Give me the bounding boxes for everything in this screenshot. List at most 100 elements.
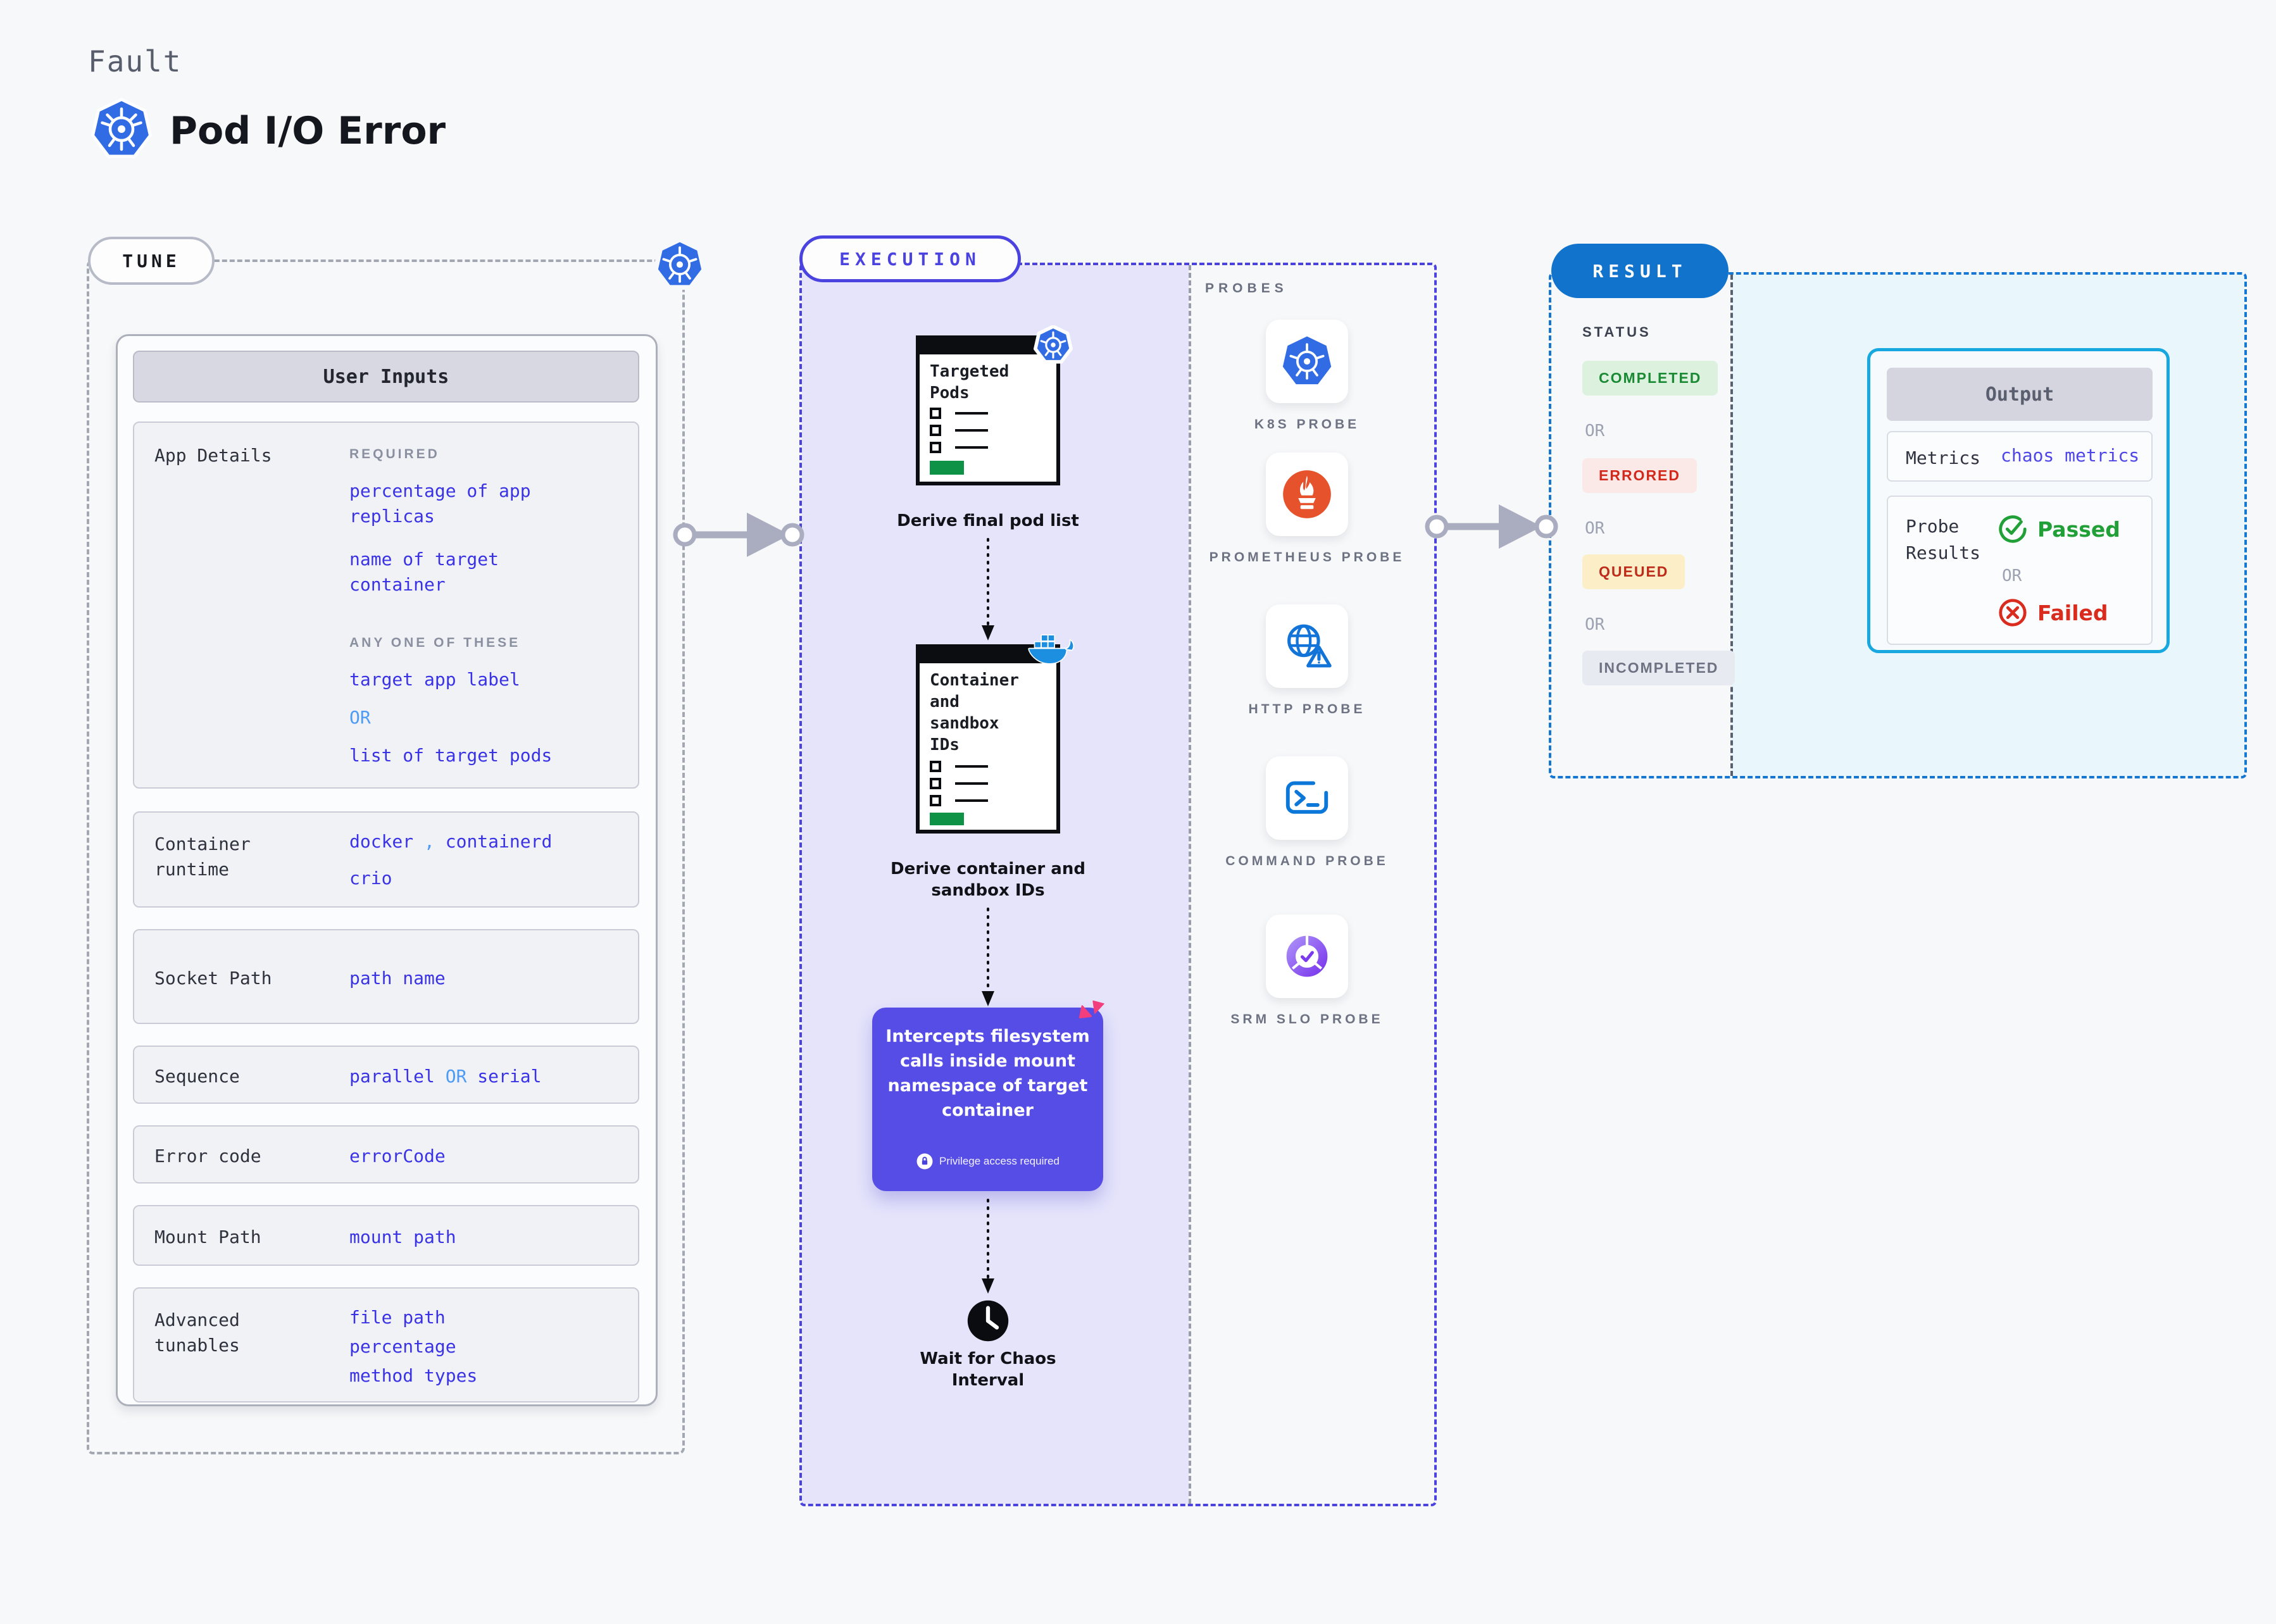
value-target-app-label: target app label [349,669,520,690]
required-heading: REQUIRED [349,447,440,461]
probe-or-separator: OR [2002,566,2022,585]
row-socket-path: Socket Path path name [133,929,639,1024]
value-file-path: file path [349,1307,446,1328]
checkbox-line [955,429,988,432]
intercept-text: Intercepts filesystem calls inside mount… [885,1027,1090,1120]
chaos-pink-icon [1076,997,1108,1029]
or-separator: OR [1585,519,1605,538]
k8s-probe-card [1266,320,1348,403]
status-badge-completed: COMPLETED [1582,361,1718,396]
lock-icon [916,1153,933,1170]
value-mount-path: mount path [349,1227,456,1247]
value-sequence-or: OR [445,1066,467,1087]
checkbox-icon [930,442,941,453]
row-sequence-label: Sequence [154,1066,240,1087]
row-app-details-label: App Details [154,445,272,466]
checkbox-icon [930,408,941,419]
container-ids-window: Container and sandbox IDs [916,644,1060,834]
checkbox-icon [930,795,941,806]
row-socket-path-label: Socket Path [154,968,272,989]
probes-heading: PROBES [1205,281,1288,296]
value-path-name: path name [349,968,446,989]
checkbox-line [955,412,988,415]
probe-results-label: Probe Results [1906,516,1981,563]
metrics-value: chaos metrics [2001,445,2140,466]
value-target-container: name of target container [349,549,499,595]
failed-indicator: Failed [1997,597,2108,628]
row-sequence: Sequence parallel OR serial [133,1046,639,1104]
srm-slo-probe-card [1266,915,1348,998]
output-probe-results-row: Probe Results Passed OR F [1887,496,2153,645]
caption-derive-container-ids: Derive container and sandbox IDs [891,859,1085,900]
green-button [930,813,964,825]
command-probe-label: COMMAND PROBE [1225,854,1389,868]
value-or: OR [349,707,371,728]
fault-kicker: Fault [88,44,182,78]
value-parallel: parallel [349,1066,435,1087]
metrics-label: Metrics [1906,447,1981,468]
execution-panel [799,263,1437,1506]
value-target-pods: list of target pods [349,745,553,766]
prometheus-icon [1280,467,1334,522]
tune-pill-label: TUNE [122,250,180,272]
targeted-pods-title: Targeted Pods [930,362,1010,403]
value-crio: crio [349,868,392,889]
green-button [930,461,964,475]
srm-slo-probe-label: SRM SLO PROBE [1230,1012,1384,1027]
checkbox-icon [930,425,941,436]
row-advanced-tunables: Advanced tunables file path percentage m… [133,1287,639,1402]
targeted-pods-window: Targeted Pods [916,335,1060,485]
prometheus-probe-label: PROMETHEUS PROBE [1209,550,1405,565]
or-separator: OR [1585,422,1605,440]
arrow-execution-to-result [1424,498,1560,558]
k8s-probe-label: K8S PROBE [1254,417,1360,432]
execution-pill-label: EXECUTION [839,248,981,270]
execution-pill: EXECUTION [799,235,1021,282]
tune-pill: TUNE [88,237,215,285]
value-separator: , [424,831,435,852]
kubernetes-badge-icon [1034,325,1073,365]
value-error-code: errorCode [349,1146,446,1166]
prometheus-probe-card [1266,453,1348,536]
kubernetes-icon [90,97,153,161]
or-separator: OR [1585,615,1605,634]
any-one-heading: ANY ONE OF THESE [349,635,521,650]
checkbox-line [955,765,988,768]
status-badge-incompleted: INCOMPLETED [1582,651,1735,685]
row-advanced-label: Advanced tunables [154,1309,240,1356]
value-serial: serial [477,1066,542,1087]
probes-divider [1189,265,1191,1504]
flow-connector [979,906,997,1017]
arrow-tune-to-execution [672,506,805,566]
page-title: Pod I/O Error [170,109,446,153]
status-badge-queued: QUEUED [1582,554,1685,589]
checkbox-icon [930,778,941,789]
value-method-types: method types [349,1365,478,1386]
flow-connector [979,1196,997,1304]
intercept-box: Intercepts filesystem calls inside mount… [872,1008,1103,1191]
check-circle-icon [1997,513,2029,545]
checkbox-line [955,799,988,802]
row-app-details: App Details REQUIRED percentage of app r… [133,422,639,789]
user-inputs-title: User Inputs [323,365,449,388]
x-circle-icon [1997,597,2029,628]
slo-donut-icon [1280,930,1334,983]
row-mount-path-label: Mount Path [154,1227,261,1247]
row-container-runtime: Container runtime docker , containerd cr… [133,811,639,908]
caption-derive-pod-list: Derive final pod list [897,511,1079,530]
flow-connector [979,537,997,651]
container-ids-title: Container and sandbox IDs [930,671,1019,754]
passed-label: Passed [2037,516,2120,542]
value-percentage: percentage [349,1336,456,1357]
checkbox-line [955,782,988,785]
output-card: Output Metrics chaos metrics Probe Resul… [1867,348,2170,653]
terminal-icon [1280,771,1334,825]
tune-panel [87,259,685,1454]
clock-icon [966,1299,1010,1343]
row-container-runtime-label: Container runtime [154,834,251,880]
value-runtimes: docker , containerd [349,829,628,854]
status-heading: STATUS [1582,324,1651,340]
http-probe-label: HTTP PROBE [1248,702,1366,716]
result-divider [1730,275,1733,776]
